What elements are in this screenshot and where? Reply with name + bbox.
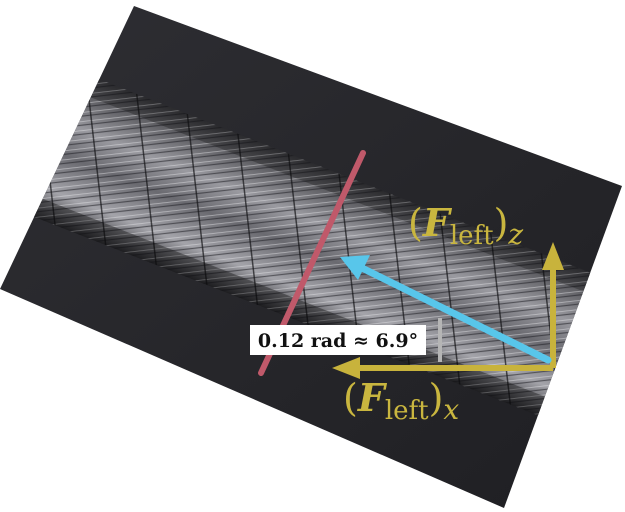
axis-arrows xyxy=(332,242,564,379)
z-arrowhead-icon xyxy=(542,242,564,270)
force-arrowhead-icon xyxy=(340,255,370,280)
force-vector xyxy=(340,255,552,364)
x-arrowhead-icon xyxy=(332,357,360,379)
force-x-label: (Fleft)x xyxy=(343,375,459,426)
angle-label-text: 0.12 rad ≈ 6.9° xyxy=(258,330,418,352)
angle-label: 0.12 rad ≈ 6.9° xyxy=(250,325,426,355)
force-z-label: (Fleft)z xyxy=(408,200,523,251)
